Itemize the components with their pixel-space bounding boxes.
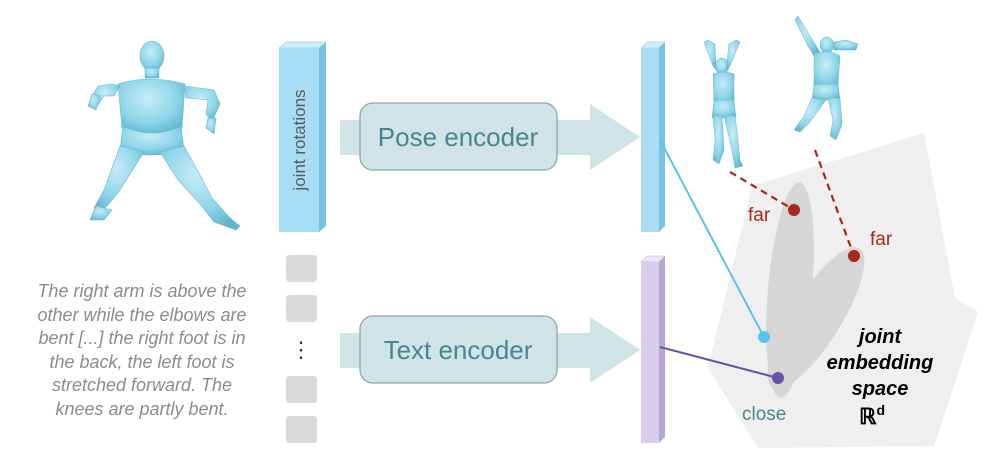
pose-embedding-point — [758, 331, 770, 343]
pose-input-vector: joint rotations — [278, 41, 327, 232]
real-space-symbol: ℝd — [859, 402, 885, 429]
association-ellipses — [766, 182, 865, 398]
input-pose-figure — [87, 40, 241, 231]
text-tokens — [286, 255, 317, 443]
token-box — [286, 376, 317, 403]
token-ellipsis: ⋮ — [290, 337, 312, 362]
space-label-line1: joint — [856, 326, 903, 348]
token-box — [286, 295, 317, 322]
text-to-point-link — [659, 346, 779, 379]
token-box — [286, 255, 317, 282]
caption-line: knees are partly bent. — [55, 398, 229, 419]
text-encoder-label: Text encoder — [384, 335, 533, 365]
caption-line: bent [...] the right foot is in — [38, 328, 246, 348]
caption-line: The right arm is above the — [37, 281, 247, 301]
pose-description-caption: The right arm is above the other while t… — [14, 280, 270, 421]
far-label-2: far — [870, 229, 893, 250]
caption-line: the back, the left foot is — [49, 351, 235, 372]
far-point-2 — [848, 250, 860, 262]
pose-embedding-vector — [640, 41, 666, 232]
space-label: joint embedding space — [827, 326, 934, 400]
far-label-1: far — [748, 205, 771, 226]
space-label-line2: embedding — [827, 352, 934, 374]
pose-encoder-block: Pose encoder — [340, 102, 640, 171]
token-box — [286, 416, 317, 443]
far-point-1 — [788, 204, 800, 216]
retrieved-pose-figure-1 — [703, 39, 744, 169]
far-link-2 — [813, 149, 856, 257]
caption-line: other while the elbows are — [37, 304, 247, 325]
close-label: close — [742, 404, 786, 425]
joint-rotations-label: joint rotations — [290, 89, 309, 191]
caption-line: stretched forward. The — [51, 375, 233, 395]
space-label-line3: space — [852, 378, 909, 400]
far-link-1 — [729, 171, 795, 211]
text-embedding-point — [772, 372, 784, 384]
pose-to-point-link — [659, 139, 765, 338]
retrieved-pose-figure-2 — [793, 15, 859, 141]
text-encoder-block: Text encoder — [340, 315, 640, 384]
pose-encoder-label: Pose encoder — [378, 122, 539, 152]
text-embedding-vector — [640, 255, 666, 443]
